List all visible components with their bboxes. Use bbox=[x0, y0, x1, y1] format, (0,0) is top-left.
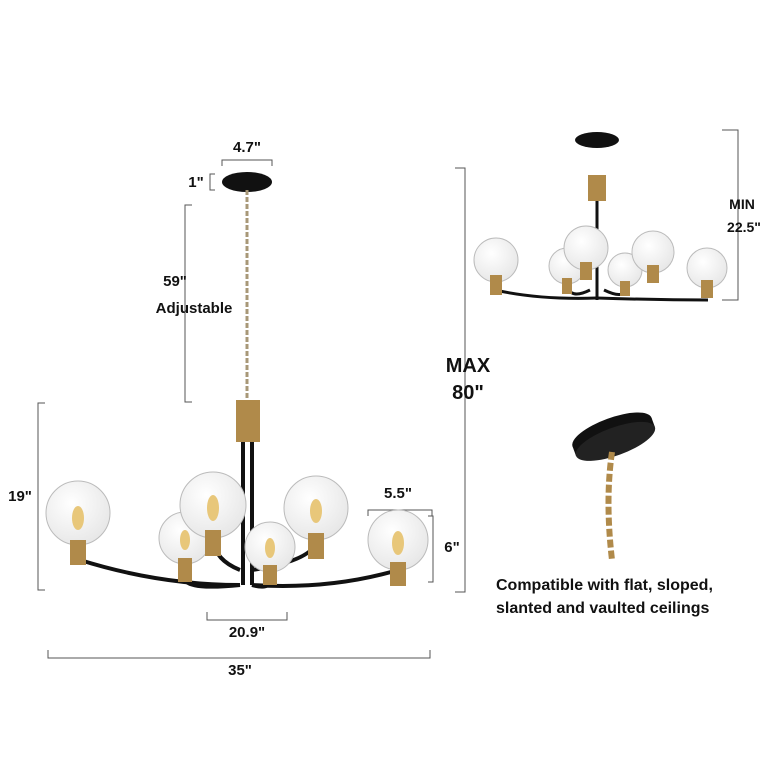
globe-shades bbox=[45, 471, 429, 586]
max-height-label: 80" bbox=[452, 382, 484, 404]
min-height-chandelier bbox=[473, 132, 728, 302]
body-height-label: 19" bbox=[8, 488, 32, 505]
chain-adjustable-label: Adjustable bbox=[155, 300, 233, 317]
min-height-label: 22.5" bbox=[727, 219, 761, 235]
shade-width-label: 5.5" bbox=[384, 485, 412, 502]
max-label: MAX bbox=[445, 355, 491, 377]
chain-length-label: 59" bbox=[163, 273, 187, 290]
sloped-canopy-closeup bbox=[572, 412, 656, 561]
min-label: MIN bbox=[729, 196, 755, 212]
inner-span-label: 20.9" bbox=[228, 624, 266, 641]
ceiling-compatibility-caption: Compatible with flat, sloped, slanted an… bbox=[496, 577, 713, 617]
canopy-width-label: 4.7" bbox=[233, 139, 261, 156]
shade-height-label: 6" bbox=[444, 539, 460, 556]
overall-width-label: 35" bbox=[228, 662, 252, 679]
main-chandelier bbox=[45, 172, 429, 589]
canopy-height-label: 1" bbox=[188, 174, 204, 191]
